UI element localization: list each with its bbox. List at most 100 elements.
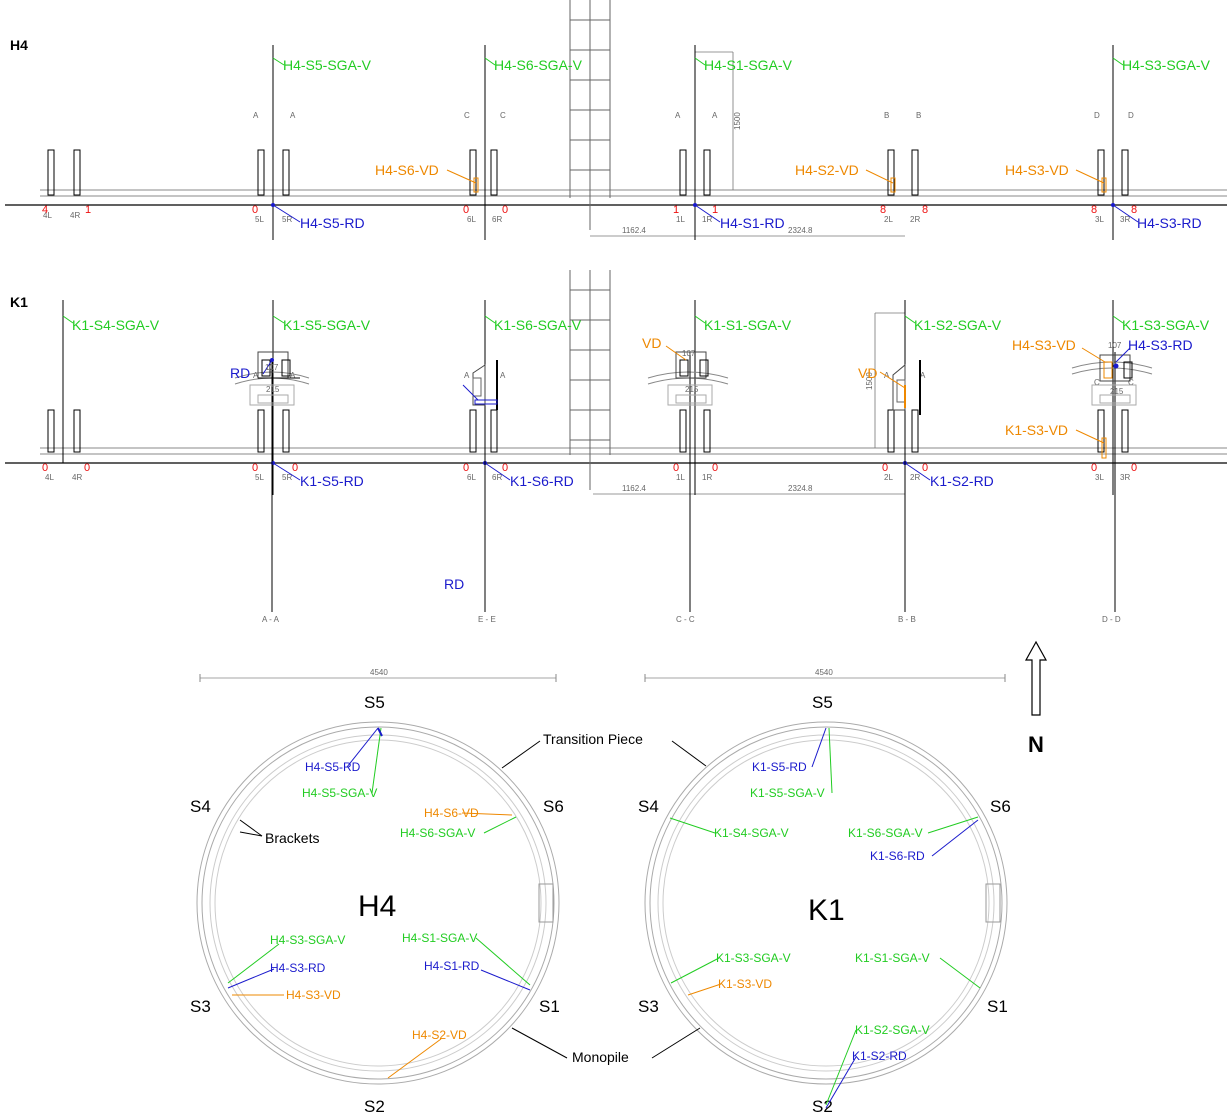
svg-text:0: 0 [1091, 462, 1097, 474]
section-c-c-label: C - C [676, 615, 695, 624]
svg-text:0: 0 [42, 462, 48, 474]
svg-text:8: 8 [922, 204, 928, 216]
k1-s5-rd-label: K1-S5-RD [300, 473, 364, 489]
svg-text:0: 0 [463, 204, 469, 216]
elevation-k1: K1 1162.4 2324.8 1500 4L 4R 0 0 [5, 270, 1227, 495]
h4-s5-sgav-label: H4-S5-SGA-V [283, 57, 372, 73]
svg-text:A: A [884, 371, 890, 380]
svg-text:3R: 3R [1120, 215, 1130, 224]
svg-text:0: 0 [1131, 462, 1137, 474]
plan-k1-s5: S5 [812, 693, 833, 712]
svg-text:4R: 4R [72, 473, 82, 482]
svg-text:A: A [290, 371, 296, 380]
plan-k1-s2-sgav: K1-S2-SGA-V [855, 1023, 930, 1037]
svg-text:D: D [1128, 111, 1134, 120]
svg-text:1L: 1L [676, 473, 685, 482]
svg-text:1R: 1R [702, 473, 712, 482]
h4-s6-sgav-label: H4-S6-SGA-V [494, 57, 583, 73]
north-arrow: N [1024, 640, 1048, 757]
plan-h4: 4540 H4 S5 S6 S1 S2 S3 S4 H4-S5-RD H4-S5… [190, 668, 564, 1116]
k1-s3-sgav-label: K1-S3-SGA-V [1122, 317, 1210, 333]
plan-k1-title: K1 [808, 894, 845, 927]
svg-text:4L: 4L [45, 473, 54, 482]
h4-station-s6: 6L 6R 0 0 H4-S6-SGA-V H4-S6-VD C C [375, 45, 583, 240]
svg-text:0: 0 [882, 462, 888, 474]
svg-text:1L: 1L [676, 215, 685, 224]
plan-h4-s5: S5 [364, 693, 385, 712]
h4-s6-vd-label: H4-S6-VD [375, 162, 439, 178]
svg-text:1: 1 [712, 204, 718, 216]
h4-station-s2: 2L 2R 8 8 H4-S2-VD B B [795, 111, 928, 224]
svg-text:C: C [1094, 378, 1100, 387]
section-b-b: VD B - B [858, 360, 921, 624]
plan-h4-s1-rd: H4-S1-RD [424, 959, 480, 973]
section-a-a: RD 107 215 A - A [230, 351, 310, 624]
section-d-d-rd: H4-S3-RD [1128, 337, 1193, 353]
svg-text:8: 8 [1131, 204, 1137, 216]
elevation-k1-title: K1 [10, 294, 28, 310]
svg-text:3R: 3R [1120, 473, 1130, 482]
svg-text:3L: 3L [1095, 473, 1104, 482]
svg-text:0: 0 [712, 462, 718, 474]
svg-text:0: 0 [463, 462, 469, 474]
plan-h4-s3-rd: H4-S3-RD [270, 961, 326, 975]
h4-dim-1162: 1162.4 [622, 226, 646, 235]
plan-h4-s4: S4 [190, 797, 211, 816]
h4-dimensions [590, 51, 905, 237]
svg-text:B: B [916, 111, 921, 120]
h4-station-s1: 1L 1R 1 1 H4-S1-SGA-V H4-S1-RD A A [673, 45, 793, 240]
shared-annotations: Transition Piece Monopile [501, 731, 707, 1065]
k1-s1-sgav-label: K1-S1-SGA-V [704, 317, 792, 333]
h4-dim-2324: 2324.8 [788, 226, 813, 235]
svg-text:5R: 5R [282, 215, 292, 224]
section-e-e: RD E - E [444, 360, 498, 624]
svg-text:C: C [500, 111, 506, 120]
k1-dim-1500: 1500 [865, 372, 874, 390]
section-d-d-vd: H4-S3-VD [1012, 337, 1076, 353]
svg-text:A: A [290, 111, 296, 120]
k1-s2-sgav-label: K1-S2-SGA-V [914, 317, 1002, 333]
north-label: N [1028, 732, 1044, 757]
h4-s1-sgav-label: H4-S1-SGA-V [704, 57, 793, 73]
section-d-d-label: D - D [1102, 615, 1121, 624]
section-b-b-vd: VD [858, 365, 877, 381]
svg-text:A: A [675, 111, 681, 120]
svg-text:A: A [253, 111, 259, 120]
k1-s5-sgav-label: K1-S5-SGA-V [283, 317, 371, 333]
elevation-h4: H4 1162.4 2324.8 1500 4L 4R 4 [5, 0, 1227, 240]
svg-text:8: 8 [880, 204, 886, 216]
svg-text:6L: 6L [467, 215, 476, 224]
svg-text:107: 107 [1108, 341, 1122, 350]
section-d-d: H4-S3-VD H4-S3-RD 107 215 D - D [1012, 337, 1193, 624]
svg-text:0: 0 [84, 462, 90, 474]
h4-s3-vd-label: H4-S3-VD [1005, 162, 1069, 178]
plan-k1-s2: S2 [812, 1097, 833, 1116]
svg-text:215: 215 [685, 385, 699, 394]
plan-h4-s1: S1 [539, 997, 560, 1016]
svg-text:6L: 6L [467, 473, 476, 482]
section-c-c-vd: VD [642, 335, 661, 351]
plan-k1: 4540 K1 S5 S6 S1 S2 S3 S4 K1-S5-RD K1-S5… [638, 668, 1011, 1116]
plan-k1-s3-sgav: K1-S3-SGA-V [716, 951, 791, 965]
plan-h4-s6-sgav: H4-S6-SGA-V [400, 826, 475, 840]
h4-s1-rd-label: H4-S1-RD [720, 215, 785, 231]
transition-piece-label: Transition Piece [543, 731, 643, 747]
plan-k1-s4-sgav: K1-S4-SGA-V [714, 826, 789, 840]
k1-station-s2: 2L 2R 0 0 K1-S2-SGA-V K1-S2-RD A A [882, 300, 1002, 495]
k1-station-s1: 1L 1R 0 0 K1-S1-SGA-V [673, 300, 792, 495]
section-e-e-rd: RD [444, 576, 464, 592]
plan-h4-s3-sgav: H4-S3-SGA-V [270, 933, 345, 947]
h4-station-s5: 5L 5R 0 H4-S5-SGA-V H4-S5-RD A A [252, 45, 372, 240]
svg-text:C: C [1128, 378, 1134, 387]
svg-text:3L: 3L [1095, 215, 1104, 224]
section-details: RD 107 215 A - A RD E - E VD [230, 335, 1193, 624]
h4-dim-1500: 1500 [733, 112, 742, 130]
k1-station-s6: 6L 6R 0 0 K1-S6-SGA-V K1-S6-RD A A [463, 300, 582, 495]
svg-text:215: 215 [266, 385, 280, 394]
k1-station-s3: 3L 3R 0 0 K1-S3-SGA-V K1-S3-VD C C [1005, 300, 1210, 495]
svg-text:5L: 5L [255, 473, 264, 482]
plan-h4-s2: S2 [364, 1097, 385, 1116]
svg-text:B: B [884, 111, 889, 120]
plan-k1-s5-sgav: K1-S5-SGA-V [750, 786, 825, 800]
